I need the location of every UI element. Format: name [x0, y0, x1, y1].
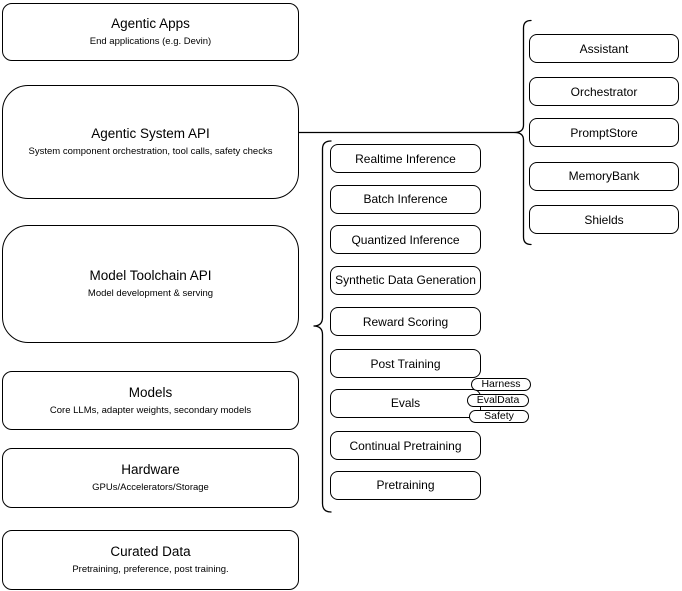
node-continual-pretraining: Continual Pretraining [330, 431, 481, 460]
node-title: Agentic System API [91, 126, 210, 141]
node-curated-data: Curated Data Pretraining, preference, po… [2, 530, 299, 590]
node-title: Curated Data [110, 544, 191, 559]
node-subtitle: Core LLMs, adapter weights, secondary mo… [49, 404, 252, 416]
node-subtitle: System component orchestration, tool cal… [28, 146, 273, 157]
node-post-training: Post Training [330, 349, 481, 378]
node-assistant: Assistant [529, 34, 679, 63]
node-title: Model Toolchain API [89, 268, 212, 283]
node-agentic-system-api: Agentic System API System component orch… [2, 85, 299, 199]
node-subtitle: Model development & serving [87, 288, 214, 299]
node-shields: Shields [529, 205, 679, 234]
node-title: Agentic Apps [111, 16, 190, 31]
node-subtitle: GPUs/Accelerators/Storage [92, 482, 209, 493]
node-subtitle: Pretraining, preference, post training. [72, 564, 229, 575]
node-evals: Evals [330, 388, 481, 418]
node-memorybank: MemoryBank [529, 161, 679, 191]
tag-harness: Harness [471, 377, 531, 391]
node-reward-scoring: Reward Scoring [330, 307, 481, 336]
node-orchestrator: Orchestrator [529, 77, 679, 106]
node-hardware: Hardware GPUs/Accelerators/Storage [2, 448, 299, 508]
node-pretraining: Pretraining [330, 470, 481, 500]
tag-safety: Safety [469, 409, 529, 423]
node-agentic-apps: Agentic Apps End applications (e.g. Devi… [2, 3, 299, 61]
node-realtime-inference: Realtime Inference [330, 144, 481, 173]
system-components-brace [514, 19, 532, 246]
node-promptstore: PromptStore [529, 118, 679, 147]
node-synthetic-data-generation: Synthetic Data Generation [330, 265, 481, 295]
node-model-toolchain-api: Model Toolchain API Model development & … [2, 225, 299, 343]
node-batch-inference: Batch Inference [330, 184, 481, 214]
node-title: Hardware [121, 462, 180, 477]
tag-evaldata: EvalData [467, 394, 529, 407]
node-subtitle: End applications (e.g. Devin) [89, 36, 212, 47]
node-models: Models Core LLMs, adapter weights, secon… [2, 371, 299, 430]
node-title: Models [128, 384, 173, 400]
node-quantized-inference: Quantized Inference [330, 225, 481, 254]
toolchain-brace [313, 140, 332, 513]
